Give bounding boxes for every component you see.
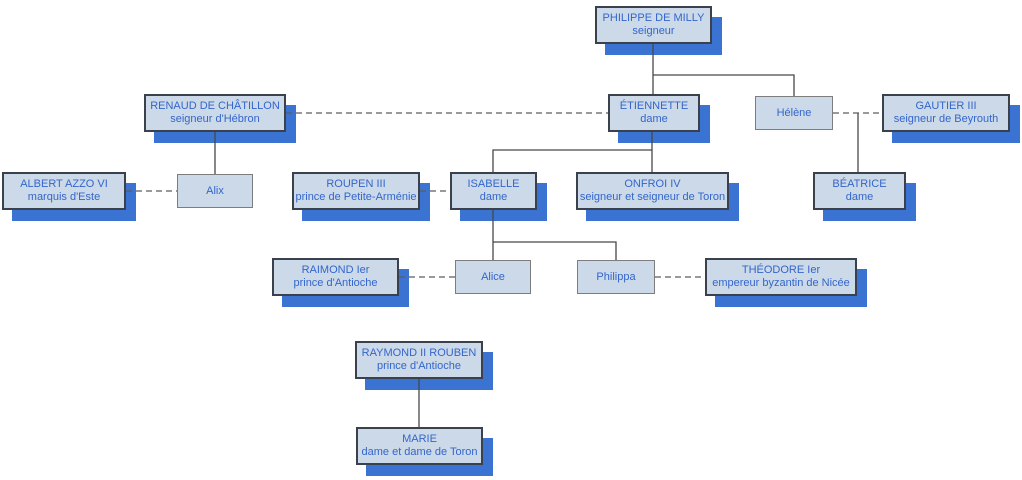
person-title: empereur byzantin de Nicée xyxy=(712,277,850,289)
person-node-helene[interactable]: Hélène xyxy=(755,96,833,130)
person-name: ISABELLE xyxy=(467,178,520,190)
person-name: RENAUD DE CHÂTILLON xyxy=(150,100,280,112)
person-title: dame et dame de Toron xyxy=(361,446,478,458)
person-name: ONFROI IV xyxy=(624,178,681,190)
person-name: ALBERT AZZO VI xyxy=(20,178,108,190)
edge-descent-etiennette-isabelle xyxy=(492,149,652,172)
person-title: seigneur et seigneur de Toron xyxy=(579,191,726,203)
person-title: prince d'Antioche xyxy=(293,277,378,289)
person-node-philippa[interactable]: Philippa xyxy=(577,260,655,294)
person-name: THÉODORE Ier xyxy=(741,264,821,276)
person-title: marquis d'Este xyxy=(27,191,101,203)
person-name: ROUPEN III xyxy=(326,178,386,190)
person-name: MARIE xyxy=(402,433,437,445)
person-name: RAIMOND Ier xyxy=(301,264,370,276)
person-title: dame xyxy=(845,191,874,203)
person-title: seigneur de Beyrouth xyxy=(893,113,999,125)
person-node-alix[interactable]: Alix xyxy=(177,174,253,208)
person-name: Alice xyxy=(481,270,505,283)
edge-descent-isabelle-philippa xyxy=(493,241,617,260)
person-name: Hélène xyxy=(776,106,812,119)
person-title: seigneur d'Hébron xyxy=(170,113,260,125)
person-node-alice[interactable]: Alice xyxy=(455,260,531,294)
person-title: dame xyxy=(479,191,508,203)
edge-descent-philippe-helene xyxy=(653,74,795,96)
person-title: prince d'Antioche xyxy=(376,360,462,372)
person-name: GAUTIER III xyxy=(915,100,977,112)
person-name: Alix xyxy=(206,184,224,197)
person-name: RAYMOND II ROUBEN xyxy=(361,347,477,359)
person-title: prince de Petite-Arménie xyxy=(295,191,417,203)
person-name: Philippa xyxy=(596,270,636,283)
person-title: dame xyxy=(640,113,668,125)
person-name: BÉATRICE xyxy=(832,178,887,190)
person-title: seigneur xyxy=(632,25,675,37)
person-name: PHILIPPE DE MILLY xyxy=(602,12,705,24)
person-name: ÉTIENNETTE xyxy=(619,100,689,112)
